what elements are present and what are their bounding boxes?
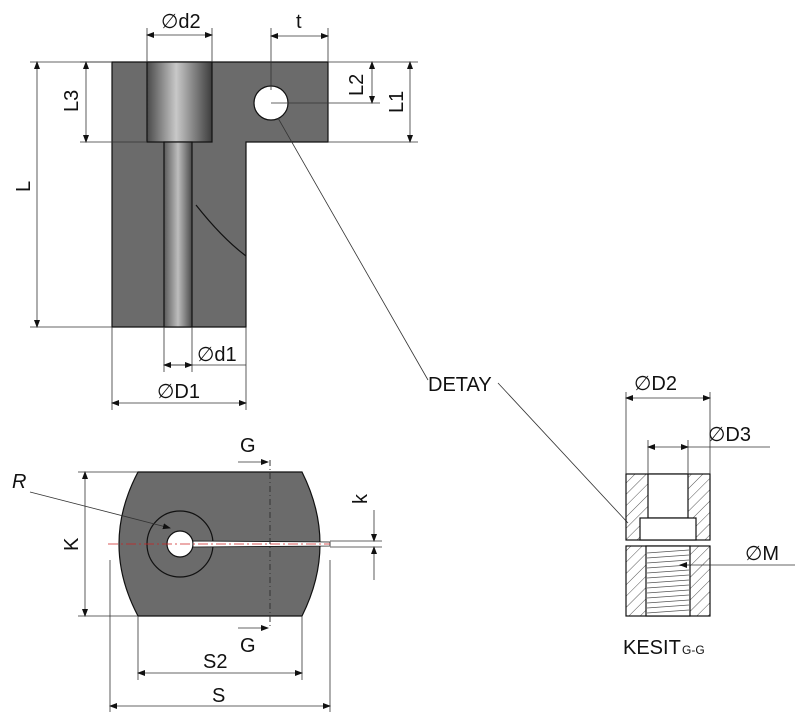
through-hole [163,141,193,328]
thread-line [646,609,690,614]
dim-t: t [296,11,302,33]
thread-line [646,559,690,564]
dim-k: k [350,493,372,504]
dim-D1: ∅D1 [157,381,200,403]
section-mark-top: G [240,435,256,457]
dim-L: L [13,181,35,192]
dim-M: ∅M [745,543,779,565]
dim-d1: ∅d1 [197,344,237,366]
dim-D2: ∅D2 [634,373,677,395]
svg-text:∅D3: ∅D3 [708,424,751,446]
section-mark-bottom: G [240,635,256,657]
top-view: G G R K k S2 S [12,435,382,712]
dim-K: K [61,537,83,551]
section-view: ∅D2 ∅D3 ∅M KESIT G-G [623,373,795,659]
thread-line [646,549,690,554]
svg-text:∅d2: ∅d2 [161,11,201,33]
dim-S2: S2 [203,651,227,673]
dim-L2: L2 [346,74,368,96]
dim-R: R [12,471,26,493]
thread-line [646,599,690,604]
svg-text:KESIT: KESIT [623,637,681,659]
front-body [111,61,329,328]
detail-label: DETAY [428,374,492,396]
dim-L1: L1 [386,91,408,113]
section-bore [647,473,689,519]
svg-text:G-G: G-G [682,643,705,657]
thread-line [646,594,690,599]
slot-arc [195,204,247,257]
svg-text:∅D2: ∅D2 [634,373,677,395]
dim-D3: ∅D3 [708,424,751,446]
thread-line [646,584,690,589]
dim-d2: ∅d2 [161,11,201,33]
thread-line [646,604,690,609]
thread-line [646,589,690,594]
svg-text:∅M: ∅M [745,543,779,565]
front-view: ∅d2 t L2 L1 L3 L ∅d1 [13,11,418,410]
thread-line [646,569,690,574]
svg-text:∅D1: ∅D1 [157,381,200,403]
svg-text:∅d1: ∅d1 [197,344,237,366]
dim-S: S [212,685,225,707]
dim-L3: L3 [61,90,83,112]
section-title: KESIT G-G [623,637,705,659]
thread-line [646,554,690,559]
detail-callout: DETAY [277,117,629,524]
thread-line [646,579,690,584]
thread-line [646,574,690,579]
counterbore [146,61,213,143]
